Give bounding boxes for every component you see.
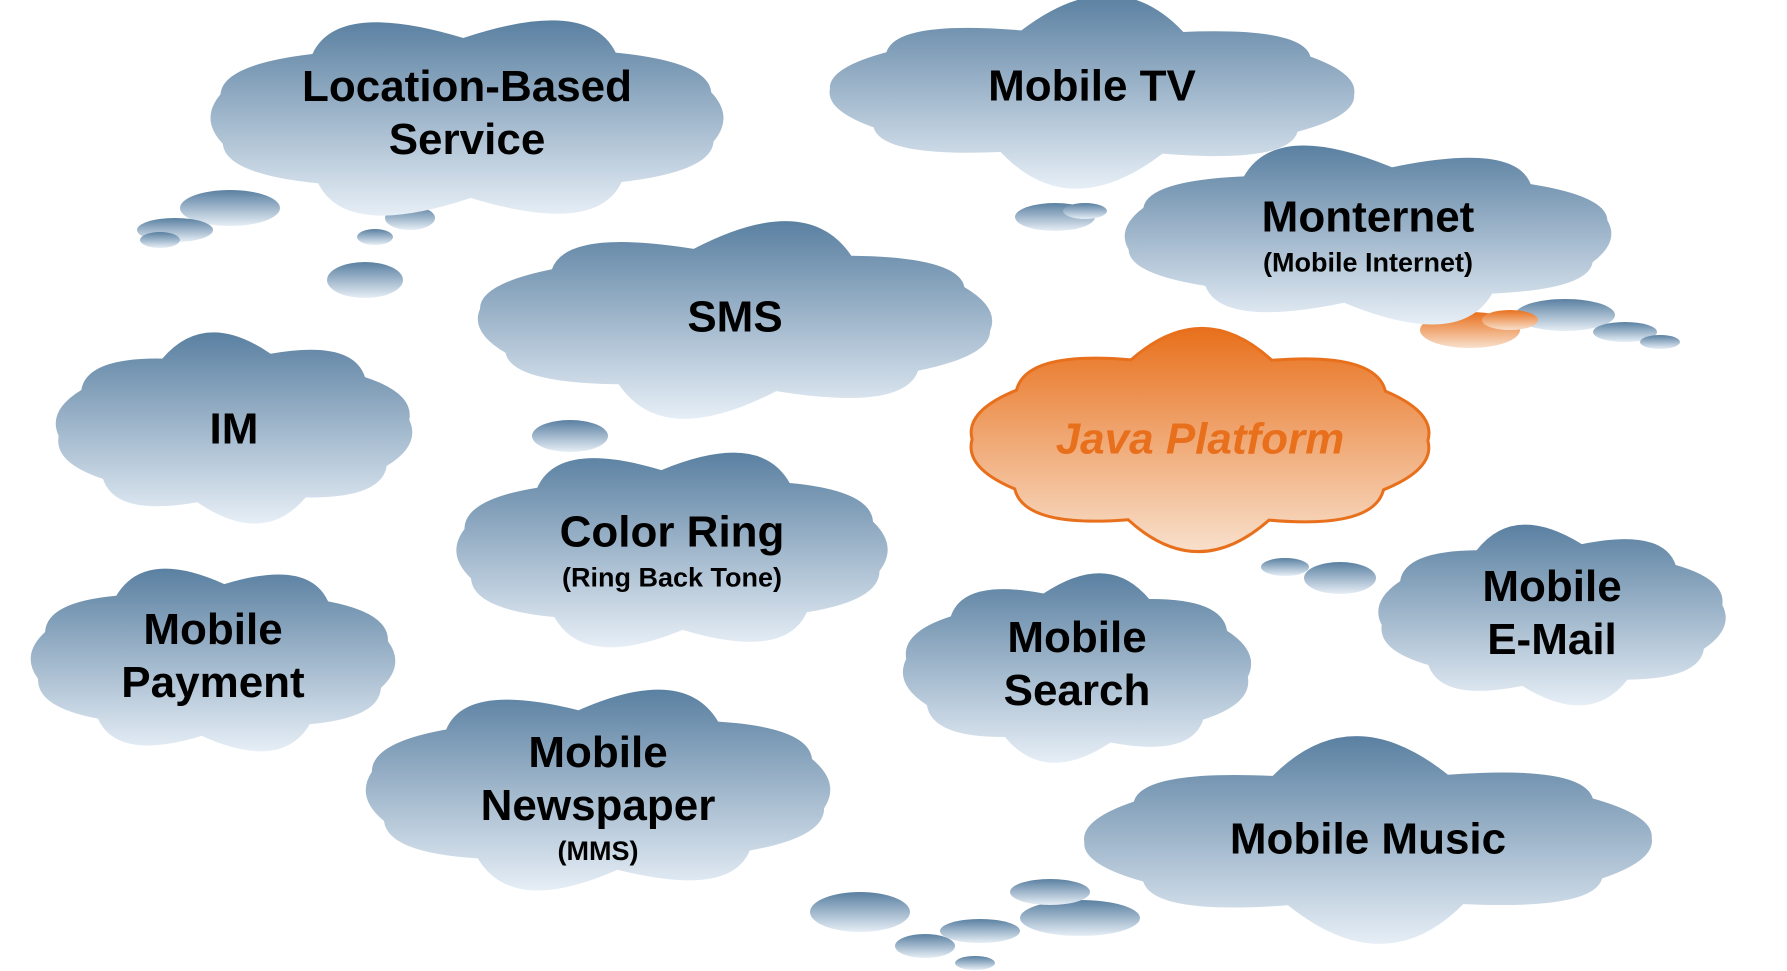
thought-bubble <box>1304 562 1376 594</box>
cloud-title: Monternet <box>1261 192 1475 242</box>
cloud-label-mobile-music: Mobile Music <box>1230 814 1506 867</box>
thought-bubble <box>940 919 1020 943</box>
thought-bubble <box>1020 900 1140 936</box>
cloud-title: Mobile Music <box>1229 814 1507 864</box>
cloud-label-mobile-tv: Mobile TV <box>988 61 1196 114</box>
cloud-label-color-ring: Color Ring (Ring Back Tone) <box>560 506 785 593</box>
cloud-shape-im <box>55 332 413 524</box>
cloud-title: Service <box>388 115 546 164</box>
cloud-shape-color <box>456 452 888 648</box>
cloud-subtitle: (Mobile Internet) <box>1263 247 1473 278</box>
cloud-label-mobile-payment: Mobile Payment <box>121 604 304 710</box>
cloud-label-location-based-service: Location-Based Service <box>302 61 632 167</box>
cloud-shape-payment <box>30 568 396 752</box>
thought-bubble <box>140 232 180 248</box>
thought-bubble <box>327 262 403 298</box>
cloud-shape-tv <box>829 0 1355 189</box>
cloud-label-mobile-email: Mobile E-Mail <box>1482 561 1621 667</box>
cloud-title: Color Ring <box>559 507 785 557</box>
cloud-title: Mobile <box>1007 613 1147 663</box>
cloud-title: Mobile <box>528 728 668 778</box>
cloud-shape-newspaper <box>365 689 831 891</box>
cloud-subtitle: (Ring Back Tone) <box>561 562 783 593</box>
cloud-title: E-Mail <box>1487 615 1617 664</box>
thought-bubble <box>1063 203 1107 219</box>
cloud-title: SMS <box>687 292 783 342</box>
cloud-label-mobile-newspaper: Mobile Newspaper (MMS) <box>481 727 716 867</box>
thought-bubble <box>1010 879 1090 905</box>
cloud-shape-email <box>1378 524 1726 706</box>
cloud-title: Java Platform <box>1055 414 1345 464</box>
cloud-label-java-platform: Java Platform <box>1056 414 1345 467</box>
cloud-label-mobile-search: Mobile Search <box>1004 612 1151 718</box>
cloud-title: Location-Based <box>301 62 633 112</box>
cloud-label-sms: SMS <box>687 292 782 345</box>
cloud-title: Mobile <box>143 605 283 655</box>
cloud-shape-search <box>902 573 1252 763</box>
thought-bubble <box>1482 310 1538 330</box>
cloud-title: Payment <box>121 658 305 707</box>
thought-bubble <box>955 956 995 970</box>
cloud-title: Mobile TV <box>988 61 1196 111</box>
cloud-shape-sms <box>477 221 993 419</box>
thought-bubble <box>810 892 910 932</box>
thought-bubble <box>532 420 608 452</box>
cloud-title: Mobile <box>1482 562 1622 612</box>
cloud-shape-location <box>210 20 724 216</box>
cloud-label-im: IM <box>210 404 259 457</box>
thought-bubble <box>180 190 280 226</box>
cloud-subtitle: (MMS) <box>557 835 639 866</box>
cloud-shape-monternet <box>1124 145 1612 325</box>
thought-bubble <box>895 934 955 958</box>
thought-bubble <box>1261 558 1309 576</box>
thought-bubble <box>1515 299 1615 331</box>
cloud-shape-java <box>969 326 1431 554</box>
cloud-shape-music <box>1084 736 1652 944</box>
cloud-title: IM <box>209 404 259 454</box>
cloud-title: Newspaper <box>480 780 716 830</box>
thought-bubble <box>357 229 393 245</box>
thought-bubble <box>1640 335 1680 349</box>
thought-bubble <box>1593 322 1657 342</box>
cloud-title: Search <box>1003 666 1151 715</box>
cloud-label-monternet: Monternet (Mobile Internet) <box>1262 191 1475 278</box>
